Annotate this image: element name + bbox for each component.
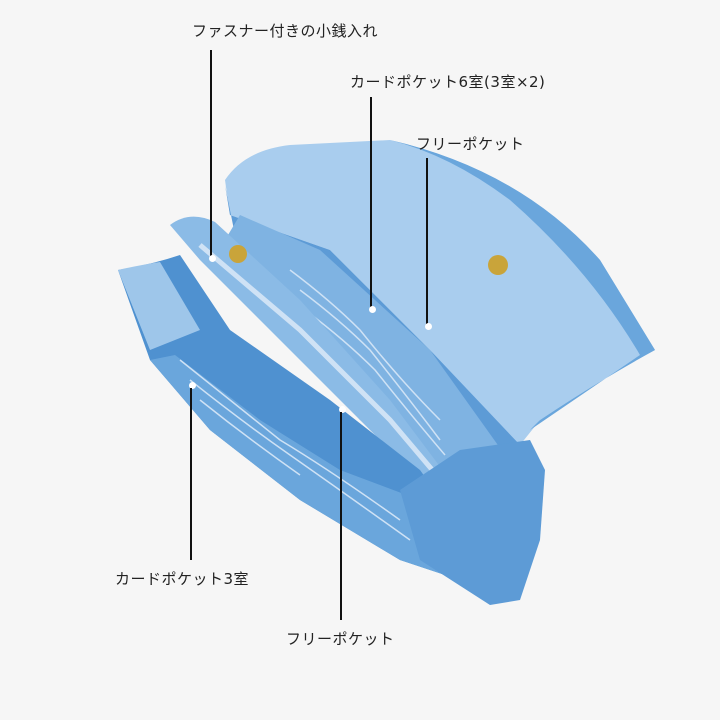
callout-free-pocket-upper-label: フリーポケット	[416, 135, 525, 153]
callout-free-pocket-lower-dot	[338, 406, 346, 413]
side-gusset	[400, 440, 545, 605]
callout-card-pocket-6-dot	[368, 306, 376, 313]
snap-button	[488, 255, 508, 275]
callout-free-pocket-lower-line	[340, 412, 342, 620]
zipper-compartment	[170, 216, 450, 495]
callout-card-pocket-3-label: カードポケット3室	[115, 570, 250, 588]
callout-card-pocket-3-dot	[188, 382, 196, 389]
callout-coin-zipper-line	[210, 50, 212, 258]
callout-card-pocket-6-label: カードポケット6室(3室×2)	[350, 73, 546, 91]
zipper-tape	[198, 243, 447, 487]
callout-free-pocket-upper-line	[426, 158, 428, 326]
callout-card-pocket-6-line	[370, 97, 372, 309]
card-pocket-right	[225, 215, 505, 470]
callout-card-pocket-3-line	[190, 388, 192, 560]
front-stitches	[179, 359, 411, 541]
left-gusset	[118, 262, 200, 350]
callout-free-pocket-upper-dot	[424, 323, 432, 330]
callout-free-pocket-lower-label: フリーポケット	[286, 630, 395, 648]
zipper-pull	[229, 245, 247, 263]
pocket-stitches	[289, 269, 446, 456]
callout-coin-zipper-label: ファスナー付きの小銭入れ	[192, 22, 379, 40]
callout-coin-zipper-dot	[208, 255, 216, 262]
